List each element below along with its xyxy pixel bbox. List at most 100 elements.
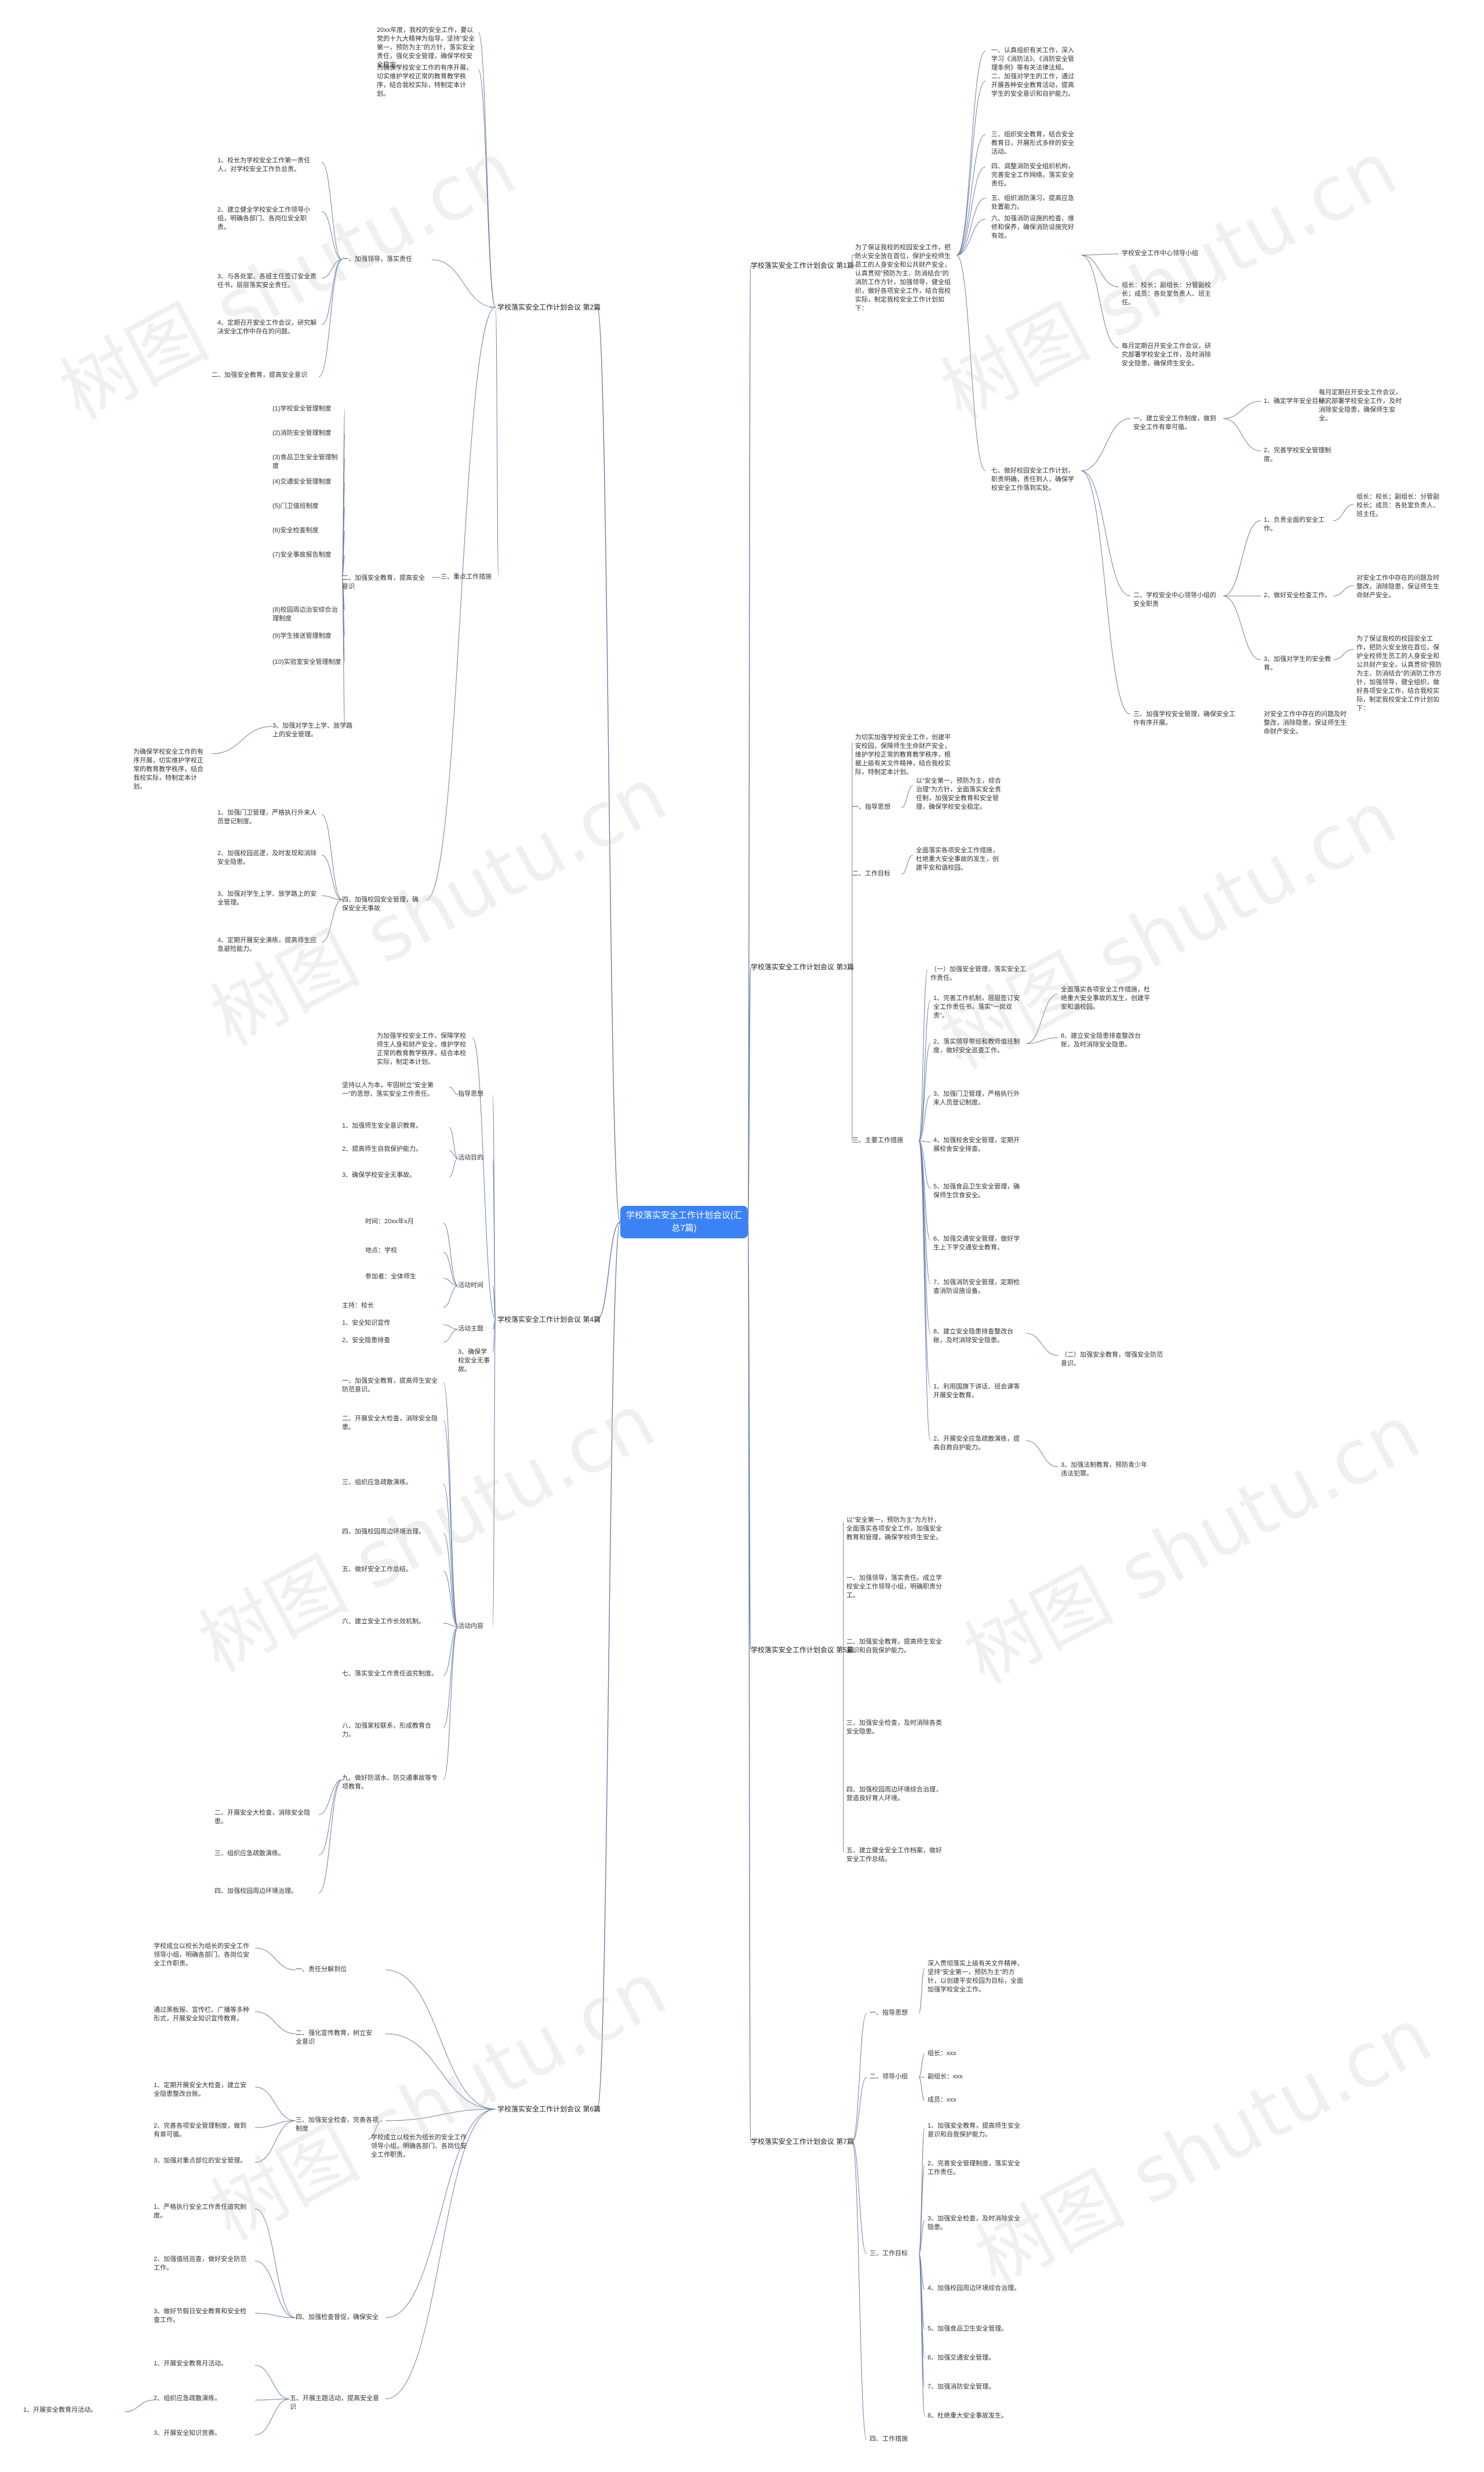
connector-line [956,198,986,256]
b3-t1a: 以"安全第一，预防为主，综合治理"为方针，全面落实安全责任制，加强安全教育和安全… [916,777,1001,810]
b2-g3b: (2)消防安全管理制度 [272,430,332,437]
b4-h3d: 主持：校长 [342,1302,374,1309]
b1-item-4: 四、调整消防安全组织机构，完善安全工作网络，落实安全责任。 [991,163,1074,187]
b4-h4b: 2、安全隐患排查 [342,1337,391,1344]
b6-j2: 二、强化宣传教育，树立安全意识 [296,2030,372,2045]
b1-p2: 二、学校安全中心领导小组的安全职责 [1133,592,1216,608]
b7-k2c: 成员：xxx [928,2096,956,2103]
connector-line [318,1779,343,1856]
connector-line [918,2220,925,2255]
root-node[interactable]: 学校落实安全工作计划会议(汇总7篇) [620,1206,748,1238]
connector-line [747,1222,751,2142]
connector-line [956,166,986,256]
connector-line [254,2260,296,2318]
connector-line [254,2120,296,2163]
b1-sub-a: 组长：校长；副组长：分管副校长；成员：各处室负责人、班主任。 [1122,282,1211,306]
b4-h3c: 参加者：全体师生 [365,1273,416,1280]
connector-line [918,1140,931,1441]
connector-line [368,2120,383,2140]
connector-line [596,1222,621,2110]
branch-4[interactable]: 学校落实安全工作计划会议 第4篇 [497,1315,601,1324]
b1-p1: 一、建立安全工作制度，做到安全工作有章可循。 [1133,415,1216,431]
b3-t2: 二、工作目标 [852,870,890,877]
b6-j5c: 3、开展安全知识竞赛。 [154,2430,221,2437]
b1-item-7: 七、做好校园安全工作计划，职责明确，责任到人，确保学校安全工作落到实处。 [991,467,1074,492]
branch-6[interactable]: 学校落实安全工作计划会议 第6篇 [497,2105,601,2113]
branch-7[interactable]: 学校落实安全工作计划会议 第7篇 [751,2137,854,2146]
b3-t3e: 5、加强食品卫生安全管理，确保师生饮食安全。 [933,1183,1020,1199]
b2-g4c: 3、加强对学生上学、放学路上的安全管理。 [217,890,317,906]
connector-line [918,2165,925,2255]
b1-p2a-detail: 组长：校长；副组长：分管副校长；成员：各处室负责人、班主任。 [1356,493,1439,518]
b7-k2: 二、领导小组 [870,2073,908,2080]
connector-line [747,265,751,1223]
b4-h4: 活动主题 [458,1325,483,1332]
connector-line [318,1779,343,1815]
connector-line [385,2033,496,2110]
b4-h5i: 九、做好防溺水、防交通事故等专项教育。 [342,1775,438,1790]
b1-p2c: 3、加强对学生的安全教育。 [1264,656,1332,671]
connector-line [596,307,621,1223]
b3-t3d: 4、加强校舍安全管理，定期开展校舍安全排查。 [933,1137,1020,1153]
connector-line [443,1329,459,1343]
b1-p1b: 2、完善学校安全管理制度。 [1264,447,1332,463]
b2-g4b: 2、加强校园巡逻，及时发现和消除安全隐患。 [217,850,317,866]
connector-line [852,2077,867,2142]
connector-line [443,1278,459,1286]
b4-h5-note-3: 四、加强校园周边环境治理。 [214,1888,297,1895]
b4-h5g: 七、落实安全工作责任追究制度。 [342,1670,438,1677]
connector-line [918,2253,925,2417]
b7-k3f: 6、加强交通安全管理。 [928,2354,995,2361]
b3-t3j: 2、开展安全应急疏散演练，提高自救自护能力。 [933,1435,1020,1451]
b5-s2: 二、加强安全教育，提高师生安全意识和自我保护能力。 [846,1638,942,1654]
b2-g1a: 1、校长为学校安全工作第一责任人，对学校安全工作负总责。 [217,157,311,173]
b6-j5: 五、开展主题活动，提高安全意识 [290,2395,379,2411]
b2-intro2: 为确保学校安全工作的有序开展，切实维护学校正常的教育教学秩序，结合我校实际，特制… [377,64,472,97]
connector-line [254,2208,296,2318]
b6-j5-note: 1、开展安全教育月活动。 [23,2406,97,2413]
b4-h3a: 时间：20xx年x月 [365,1218,414,1225]
b7-k3c: 3、加强安全检查，及时消除安全隐患。 [928,2215,1021,2231]
b2-g3: 三、重点工作措施 [441,573,492,580]
branch-5[interactable]: 学校落实安全工作计划会议 第5篇 [751,1646,854,1654]
branch-2[interactable]: 学校落实安全工作计划会议 第2篇 [497,303,601,311]
b2-g4a: 1、加强门卫管理，严格执行外来人员登记制度。 [217,809,317,825]
connector-line [1223,595,1261,660]
b2-g3c: (3)食品卫生安全管理制度 [272,454,338,470]
b4-h5-note-1: 二、开展安全大检查，消除安全隐患。 [214,1809,310,1825]
branch-3[interactable]: 学校落实安全工作计划会议 第3篇 [751,963,854,971]
b3-t3h: 8、建立安全隐患排查整改台账，及时消除安全隐患。 [933,1328,1014,1344]
b2-g1c: 3、与各处室、各班主任签订安全责任书，层层落实安全责任。 [217,273,317,289]
b7-k3d: 4、加强校园周边环境综合治理。 [928,2285,1021,2292]
b6-j4c: 3、做好节假日安全教育和安全检查工作。 [154,2308,247,2324]
b4-h5h: 八、加强家校联系，形成教育合力。 [342,1722,431,1738]
connector-line [956,50,986,256]
b6-j4: 四、加强检查督促，确保安全 [296,2314,379,2321]
connector-line [385,2109,496,2318]
b6-j4a: 1、严格执行安全工作责任追究制度。 [154,2204,247,2219]
connector-line [747,966,751,1223]
branch-1[interactable]: 学校落实安全工作计划会议 第1篇 [751,261,854,270]
connector-line [956,255,986,471]
b3-t3a: 1、完善工作机制，层层签订安全工作责任书，落实"一岗双责"。 [933,995,1020,1019]
b1-p3: 三、加强学校安全管理，确保安全工作有序开展。 [1133,711,1235,726]
b7-k3b: 2、完善安全管理制度，落实安全工作责任。 [928,2160,1021,2176]
connector-line [1081,255,1119,288]
b4-h5e: 五、做好安全工作总结。 [342,1566,412,1573]
connector-line [852,2013,867,2142]
connector-line [211,726,273,754]
b7-k2b: 副组长：xxx [928,2073,963,2080]
connector-line [341,555,345,578]
b2-g1: 一、加强领导，落实责任 [342,256,412,263]
connector-line [1025,1333,1059,1356]
b4-h4c: 3、确保学校安全无事故。 [458,1348,490,1373]
b1-item-3: 三、组织安全教育，结合安全教育日，开展形式多样的安全活动。 [991,131,1074,155]
connector-line [385,2109,496,2400]
connector-line [1223,401,1261,419]
b1-p1a-detail: 每月定期召开安全工作会议，研究部署学校安全工作，及时消除安全隐患，确保师生安全。 [1319,389,1402,422]
b5-s1: 一、加强领导，落实责任。成立学校安全工作领导小组，明确职责分工。 [846,1575,942,1599]
connector-line [1025,994,1059,1044]
b3-t2a: 全面落实各项安全工作措施，杜绝重大安全事故的发生，创建平安和谐校园。 [916,847,999,871]
b1-p2b-detail: 对安全工作中存在的问题及时整改，消除隐患，保证师生生命财产安全。 [1356,575,1439,599]
